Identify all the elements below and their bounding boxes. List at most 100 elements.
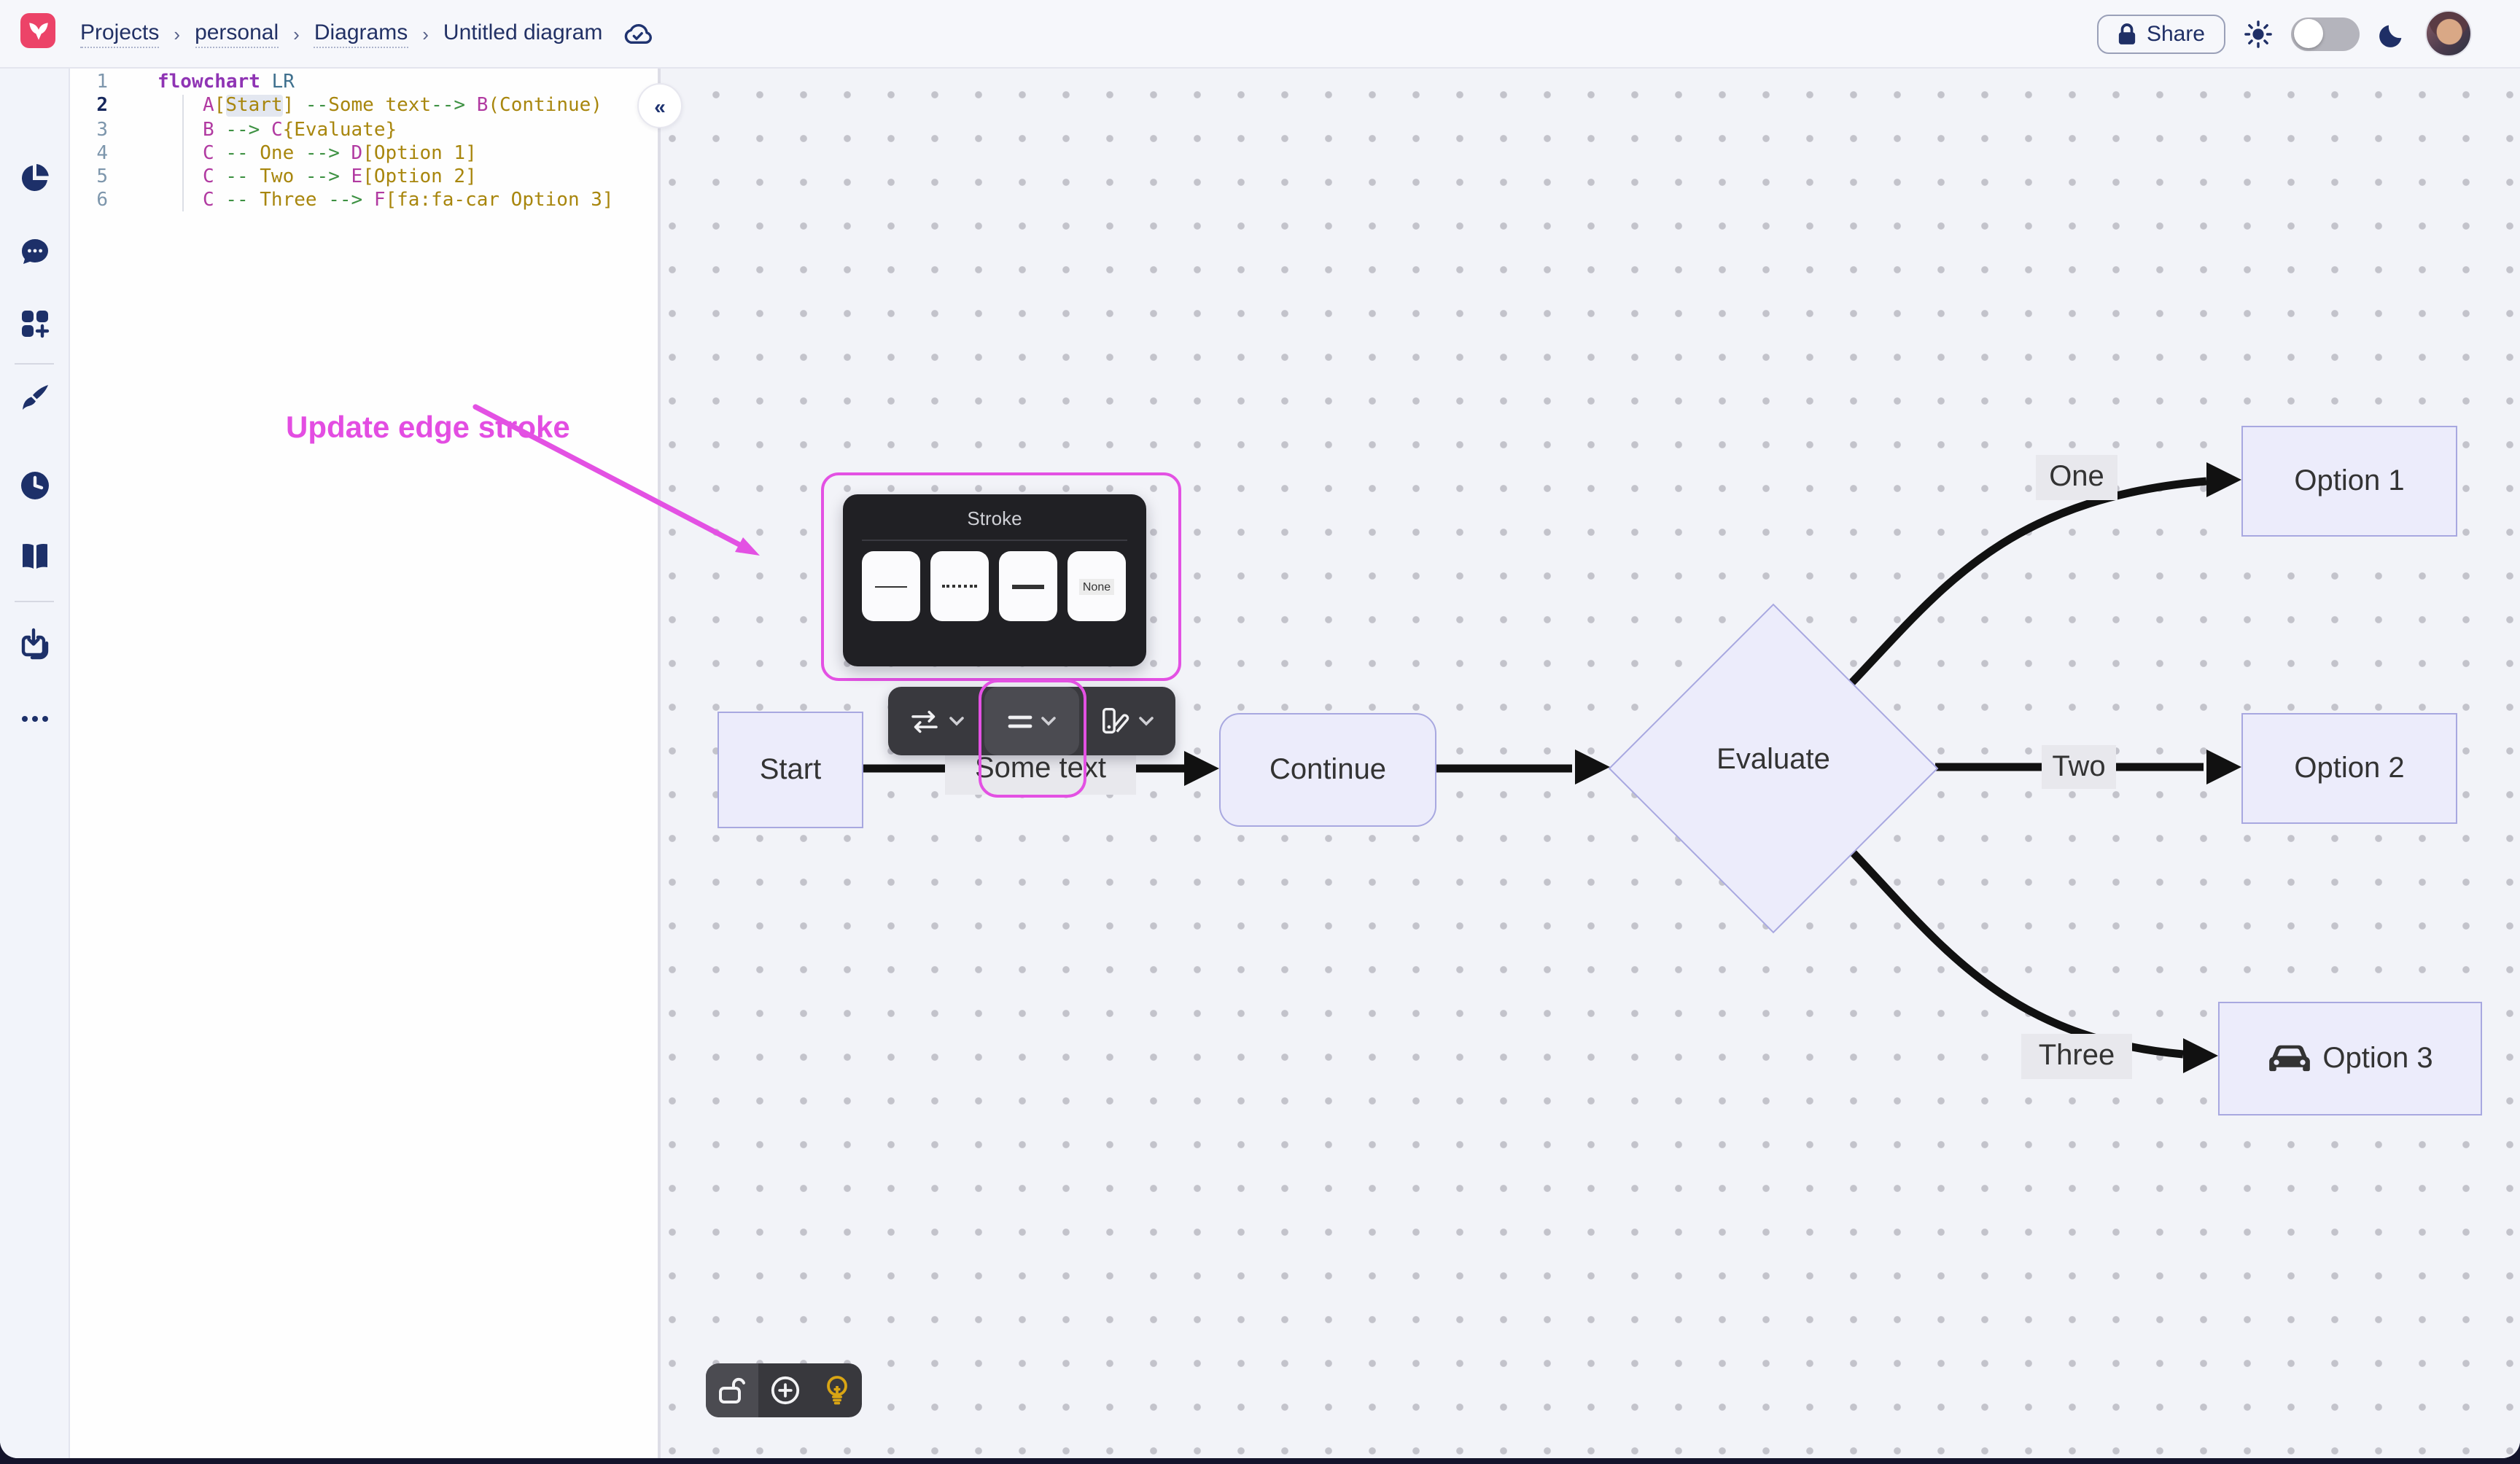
sidebar-item-theme-brush[interactable] xyxy=(0,381,69,416)
clock-icon xyxy=(20,472,48,499)
edge-stroke-button[interactable] xyxy=(984,687,1080,755)
stroke-option-solid-thin[interactable] xyxy=(862,551,920,621)
node-option2-label: Option 2 xyxy=(2294,752,2405,784)
line-number: 2 xyxy=(96,95,108,117)
stroke-popup-divider xyxy=(862,540,1127,541)
sidebar-item-docs[interactable] xyxy=(0,540,69,575)
edge-direction-button[interactable] xyxy=(888,687,984,755)
nav-right-controls: Share xyxy=(2096,0,2520,67)
annotation-text: Update edge stroke xyxy=(286,411,570,445)
node-start-label: Start xyxy=(759,753,822,785)
share-label: Share xyxy=(2146,21,2205,46)
line-number: 1 xyxy=(96,71,108,93)
ai-suggest-button[interactable] xyxy=(811,1363,862,1417)
collapse-editor-button[interactable]: « xyxy=(637,83,682,128)
sidebar-item-comments[interactable] xyxy=(0,235,69,270)
ellipsis-icon xyxy=(21,716,47,722)
paintbrush-icon xyxy=(22,385,47,410)
stroke-popup: Stroke None xyxy=(843,494,1146,666)
stroke-option-solid-thick[interactable] xyxy=(999,551,1057,621)
book-icon xyxy=(22,544,47,569)
code-text: C -- Two --> E[Option 2] xyxy=(203,166,477,189)
edge-label-two[interactable]: Two xyxy=(2042,745,2116,789)
zoom-add-button[interactable] xyxy=(758,1363,811,1417)
panel-divider[interactable] xyxy=(658,67,661,1458)
share-button[interactable]: Share xyxy=(2096,14,2225,53)
code-line[interactable]: 5 C -- Two --> E[Option 2] xyxy=(82,166,659,190)
chevron-down-icon xyxy=(1139,717,1154,726)
node-option1[interactable]: Option 1 xyxy=(2241,426,2457,537)
line-number: 4 xyxy=(96,142,108,165)
stroke-option-dotted[interactable] xyxy=(930,551,989,621)
theme-toggle[interactable] xyxy=(2291,17,2360,50)
code-text: B --> C{Evaluate} xyxy=(203,119,397,141)
breadcrumb-diagram-title[interactable]: Untitled diagram xyxy=(443,20,603,45)
lock-icon xyxy=(2118,23,2136,44)
swap-arrows-icon xyxy=(911,709,938,733)
sidebar-item-diagram-types[interactable] xyxy=(0,160,69,195)
unlock-icon xyxy=(719,1377,745,1403)
swatchbook-icon xyxy=(1102,707,1129,734)
left-sidebar xyxy=(0,67,70,1458)
sidebar-divider xyxy=(15,363,54,365)
breadcrumb-separator: › xyxy=(422,23,429,44)
node-continue[interactable]: Continue xyxy=(1219,713,1436,827)
breadcrumb-diagrams[interactable]: Diagrams xyxy=(314,20,408,47)
theme-toggle-knob[interactable] xyxy=(2293,19,2322,48)
node-option2[interactable]: Option 2 xyxy=(2241,713,2457,824)
edge-label-three[interactable]: Three xyxy=(2021,1034,2132,1079)
line-number: 5 xyxy=(96,166,108,189)
car-icon xyxy=(2268,1045,2310,1072)
sidebar-item-more[interactable] xyxy=(0,701,69,736)
avatar[interactable] xyxy=(2425,10,2472,57)
top-nav: Projects › personal › Diagrams › Untitle… xyxy=(0,0,2520,69)
stroke-option-none[interactable]: None xyxy=(1068,551,1126,621)
plus-circle-icon xyxy=(770,1376,799,1405)
chevron-down-icon xyxy=(949,717,964,726)
stroke-popup-title: Stroke xyxy=(967,507,1022,529)
sidebar-item-history[interactable] xyxy=(0,468,69,503)
canvas-toolbar xyxy=(706,1363,862,1417)
sidebar-item-shapes[interactable] xyxy=(0,306,69,341)
breadcrumb-projects[interactable]: Projects xyxy=(80,20,160,47)
download-icon xyxy=(20,628,48,660)
edge-color-button[interactable] xyxy=(1080,687,1175,755)
stroke-button-highlight xyxy=(979,680,1086,798)
chat-bubble-icon xyxy=(20,239,47,264)
stroke-equals-icon xyxy=(1008,715,1032,728)
node-evaluate-label: Evaluate xyxy=(1716,744,1830,776)
node-option3[interactable]: Option 3 xyxy=(2218,1002,2482,1115)
cloud-saved-icon xyxy=(623,21,653,46)
stroke-none-label: None xyxy=(1079,578,1114,594)
breadcrumb: Projects › personal › Diagrams › Untitle… xyxy=(80,0,653,67)
line-number: 6 xyxy=(96,190,108,212)
node-option3-label: Option 3 xyxy=(2322,1042,2433,1074)
node-option1-label: Option 1 xyxy=(2294,464,2405,497)
edge-toolbar xyxy=(888,687,1175,755)
code-line[interactable]: 4 C -- One --> D[Option 1] xyxy=(82,143,659,167)
edge-label-one[interactable]: One xyxy=(2036,455,2118,500)
moon-icon xyxy=(2379,24,2402,47)
node-start[interactable]: Start xyxy=(718,712,863,828)
breadcrumb-personal[interactable]: personal xyxy=(195,20,279,47)
mermaid-logo[interactable] xyxy=(20,13,55,48)
sidebar-item-export[interactable] xyxy=(0,626,69,661)
chevron-down-icon xyxy=(1041,717,1056,726)
thick-line-icon xyxy=(1012,584,1044,588)
lightbulb-icon xyxy=(826,1376,847,1405)
mermaid-logo-icon xyxy=(28,22,47,39)
code-text: C -- One --> D[Option 1] xyxy=(203,142,477,165)
breadcrumb-separator: › xyxy=(174,23,181,44)
node-continue-label: Continue xyxy=(1269,753,1387,785)
lock-toggle-button[interactable] xyxy=(706,1363,758,1417)
thin-line-icon xyxy=(875,585,907,587)
sidebar-divider xyxy=(15,601,54,602)
indent-guide xyxy=(182,95,184,211)
